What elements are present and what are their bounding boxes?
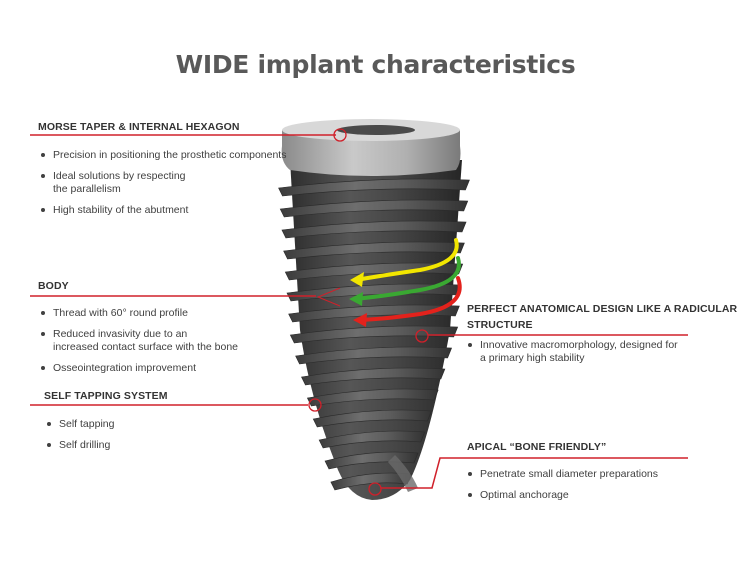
- list-item: Self drilling: [46, 439, 114, 452]
- heading-body: BODY: [38, 280, 69, 292]
- thread-crest: [281, 220, 467, 239]
- thread-crest: [318, 430, 426, 449]
- list-item: High stability of the abutment: [40, 204, 286, 217]
- thread-crest: [312, 409, 432, 428]
- body-pointer-chevron: [316, 287, 341, 307]
- list-item: Penetrate small diameter preparations: [467, 468, 658, 481]
- callout-marker-self-tapping: [308, 398, 322, 412]
- apical-groove: [388, 455, 418, 492]
- heading-morse-taper: MORSE TAPER & INTERNAL HEXAGON: [38, 121, 240, 133]
- thread-crest: [284, 262, 464, 281]
- heading-self-tapping: SELF TAPPING SYSTEM: [44, 390, 168, 402]
- list-item: Ideal solutions by respecting the parall…: [40, 170, 286, 196]
- list-item: Self tapping: [46, 418, 114, 431]
- thread-crest: [306, 388, 439, 407]
- bullet-line: Innovative macromorphology, designed for…: [480, 339, 678, 364]
- page-title: WIDE implant characteristics: [175, 50, 576, 79]
- thread-crest: [295, 346, 453, 365]
- thread-crest: [301, 367, 446, 386]
- list-item: Optimal anchorage: [467, 489, 658, 502]
- list-item: Osseointegration improvement: [40, 362, 238, 375]
- callout-marker-anatomical: [415, 329, 429, 343]
- bullets-apical: Penetrate small diameter preparations Op…: [467, 468, 658, 510]
- bullets-body: Thread with 60° round profile Reduced in…: [40, 307, 238, 383]
- green-arrow: [353, 256, 461, 301]
- bullets-anatomical-design: Innovative macromorphology, designed for…: [467, 339, 678, 373]
- thread-crest: [289, 325, 459, 344]
- callout-marker-apical: [368, 482, 382, 496]
- callout-marker-morse: [333, 128, 347, 142]
- hexagon-opening: [337, 125, 415, 135]
- thread-crest: [288, 304, 460, 323]
- green-arrow-head: [349, 292, 363, 306]
- heading-anatomical-design: PERFECT ANATOMICAL DESIGN LIKE A RADICUL…: [467, 303, 738, 331]
- list-item: Reduced invasivity due to an increased c…: [40, 328, 238, 354]
- bullets-morse-taper: Precision in positioning the prosthetic …: [40, 149, 286, 225]
- thread-crest: [283, 241, 465, 260]
- thread-crest: [279, 199, 469, 218]
- implant-threads: [278, 178, 470, 491]
- red-arrow-head: [353, 313, 367, 327]
- bullet-line: Ideal solutions by respecting the parall…: [53, 170, 186, 195]
- red-arrow: [358, 276, 462, 322]
- yellow-arrow-head: [350, 272, 364, 287]
- list-item: Thread with 60° round profile: [40, 307, 238, 320]
- yellow-arrow: [354, 238, 459, 282]
- bullet-line: Reduced invasivity due to an increased c…: [53, 328, 239, 353]
- callout-line-apical: [381, 457, 688, 489]
- heading-apical: APICAL “BONE FRIENDLY”: [467, 441, 607, 453]
- bullets-self-tapping: Self tapping Self drilling: [46, 418, 114, 460]
- list-item: Precision in positioning the prosthetic …: [40, 149, 286, 162]
- thread-crest: [278, 178, 470, 197]
- list-item: Innovative macromorphology, designed for…: [467, 339, 678, 365]
